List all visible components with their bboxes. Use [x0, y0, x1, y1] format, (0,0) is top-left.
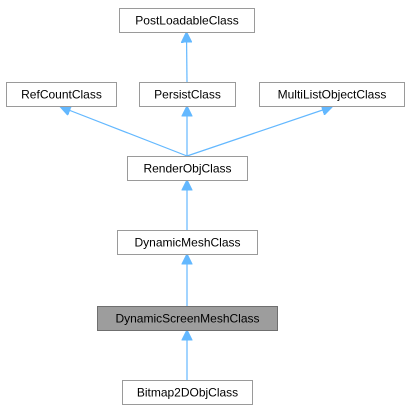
- node-box: [97, 306, 278, 331]
- node-box: [259, 82, 405, 107]
- edge-persist-to-postloadable: [187, 33, 188, 83]
- node-label: RenderObjClass: [143, 162, 231, 176]
- node-dynamicscreenmesh[interactable]: DynamicScreenMeshClass: [97, 306, 278, 331]
- node-box: [117, 230, 258, 255]
- node-label: DynamicScreenMeshClass: [115, 312, 259, 326]
- node-label: MultiListObjectClass: [278, 88, 387, 102]
- edges: [61, 33, 332, 380]
- node-label: PostLoadableClass: [135, 14, 238, 28]
- node-box: [6, 82, 117, 107]
- node-refcount[interactable]: RefCountClass: [6, 82, 117, 107]
- node-label: Bitmap2DObjClass: [137, 386, 238, 400]
- node-persist[interactable]: PersistClass: [139, 82, 236, 107]
- node-bitmap2dobj[interactable]: Bitmap2DObjClass: [122, 380, 253, 405]
- node-box: [122, 380, 253, 405]
- node-postloadable[interactable]: PostLoadableClass: [119, 8, 255, 33]
- node-dynamicmesh[interactable]: DynamicMeshClass: [117, 230, 258, 255]
- node-label: DynamicMeshClass: [134, 236, 240, 250]
- node-renderobj[interactable]: RenderObjClass: [127, 156, 248, 181]
- node-box: [119, 8, 255, 33]
- node-box: [139, 82, 236, 107]
- node-label: RefCountClass: [21, 88, 102, 102]
- node-box: [127, 156, 248, 181]
- edge-renderobj-to-multilist: [186, 107, 332, 157]
- node-label: PersistClass: [154, 88, 221, 102]
- edge-renderobj-to-refcount: [61, 107, 188, 157]
- node-multilist[interactable]: MultiListObjectClass: [259, 82, 405, 107]
